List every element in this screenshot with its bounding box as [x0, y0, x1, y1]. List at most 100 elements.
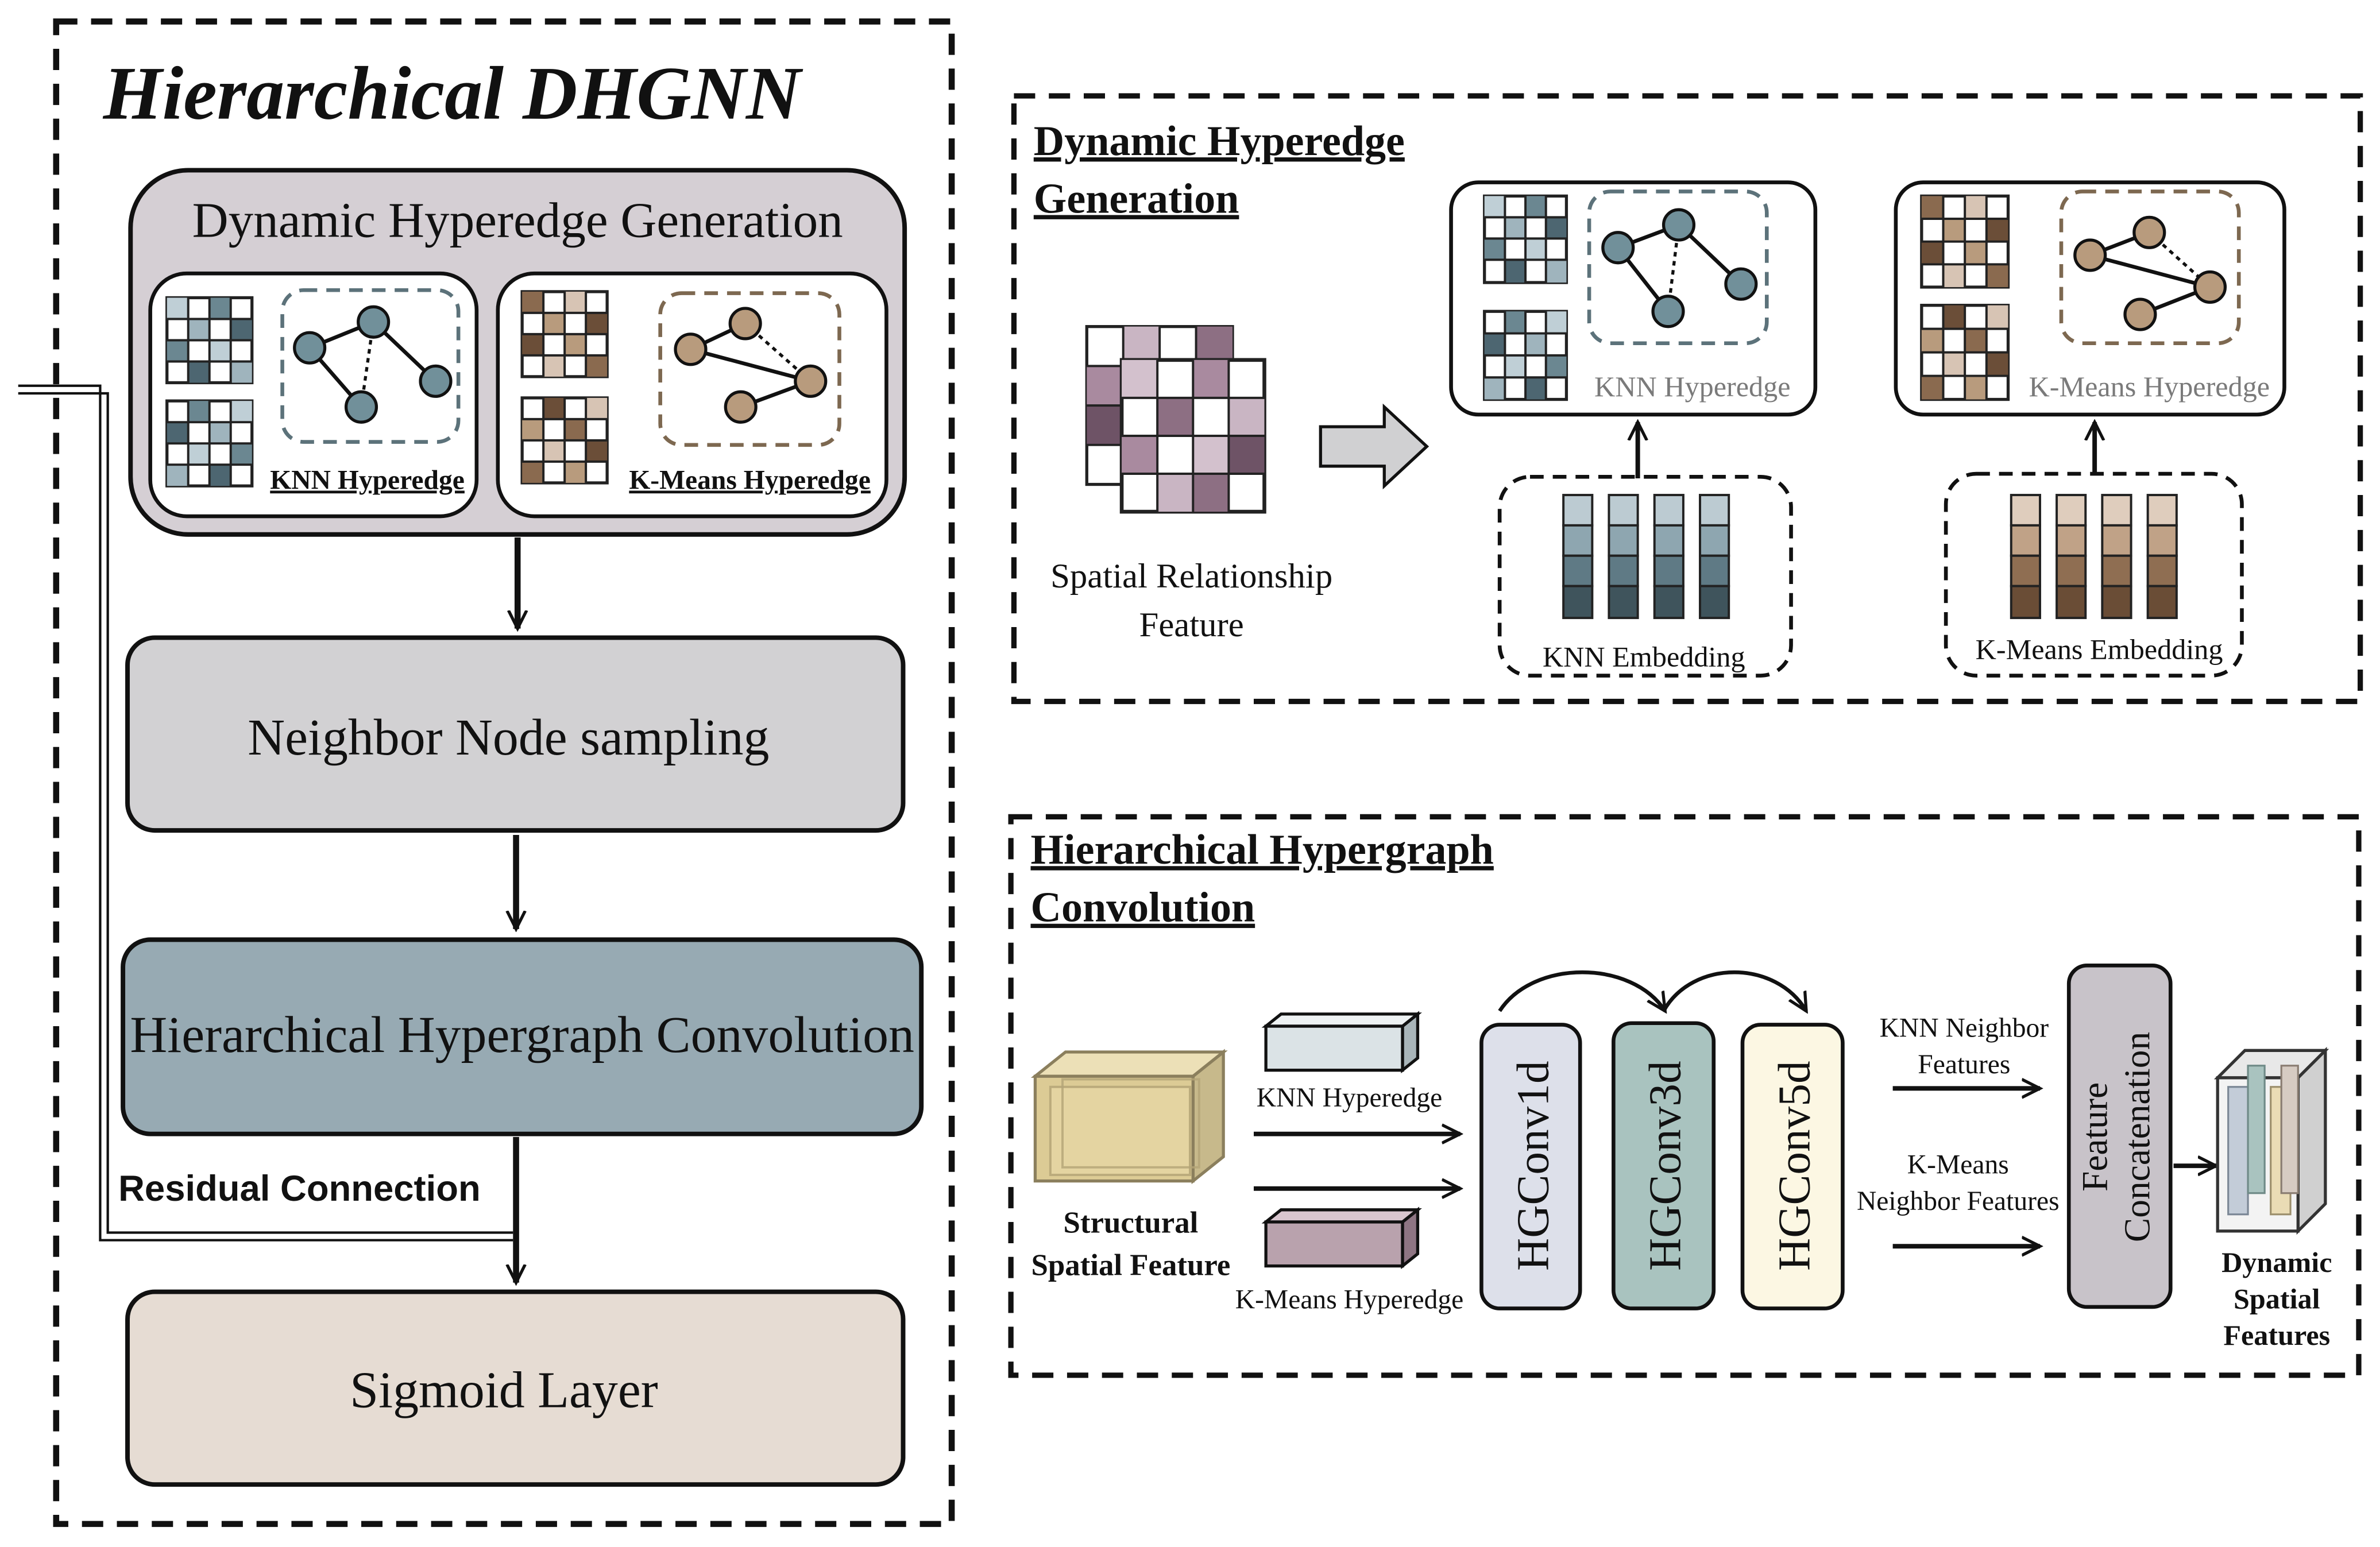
- matrix-cell: [1157, 397, 1193, 436]
- knn-card-label: KNN Hyperedge: [1594, 370, 1791, 403]
- left-panel-frame: [53, 18, 955, 1527]
- kmeans-graph-frame: [658, 291, 841, 447]
- matrix-gridlines: [1122, 359, 1265, 512]
- matrix-cell: [1193, 474, 1229, 512]
- kmeans-hyperedge-label: K-Means Hyperedge: [629, 465, 871, 495]
- graph-node: [1601, 231, 1635, 265]
- hgconv3d-block: [1612, 1021, 1716, 1310]
- matrix-gridlines: [1484, 196, 1567, 283]
- graph-node: [344, 390, 378, 424]
- curved-arrow: [1662, 970, 1806, 1011]
- graph-edge: [2089, 253, 2211, 289]
- knn-matrix-cell: [167, 297, 188, 319]
- embedding-cell: [1699, 524, 1730, 557]
- matrix-gridlines: [1484, 311, 1567, 400]
- kmeans-matrix-cell: [586, 355, 608, 377]
- kmeans-card-matrix-2: [1920, 304, 2010, 401]
- matrix-cell: [1943, 264, 1965, 287]
- matrix-cell: [1484, 238, 1505, 260]
- matrix-cell: [1986, 264, 2008, 287]
- embedding-cell: [2146, 524, 2178, 557]
- embedding-cell: [2146, 554, 2178, 587]
- block-arrow: [1319, 403, 1429, 490]
- matrix-cell: [1484, 196, 1505, 218]
- matrix-cell: [1122, 359, 1158, 398]
- kmeans-matrix-cell: [522, 291, 544, 313]
- embedding-column: [2146, 494, 2178, 620]
- matrix-cell: [1965, 196, 1987, 219]
- matrix-cell: [1505, 311, 1526, 334]
- hypergraph-convolution-panel-title: Hierarchical Hypergraph: [1031, 826, 1494, 873]
- knn-matrix-grid-2: [165, 399, 254, 488]
- kmeans-matrix-cell: [522, 419, 544, 440]
- matrix-cell: [1193, 435, 1229, 474]
- bar-top: [1261, 1208, 1422, 1224]
- sigmoid-layer-block: [125, 1289, 906, 1487]
- kmeans-matrix-cell: [543, 440, 565, 462]
- graph-node: [724, 390, 758, 424]
- kmeans-matrix-cell: [543, 312, 565, 334]
- cube-slice-knn: [2227, 1086, 2249, 1216]
- knn-matrix-gridlines: [167, 401, 252, 486]
- graph-node: [1662, 208, 1696, 242]
- embedding-column: [1653, 494, 1684, 620]
- graph-node: [2073, 238, 2107, 272]
- embedding-cell: [2101, 494, 2132, 527]
- kmeans-matrix-gridlines: [522, 291, 608, 377]
- left-panel-title: Hierarchical DHGNN: [103, 51, 803, 136]
- matrix-cell: [1228, 435, 1265, 474]
- matrix-cell: [1122, 435, 1158, 474]
- embedding-cell: [1699, 585, 1730, 620]
- matrix-cell: [1157, 474, 1193, 512]
- knn-matrix-cell: [188, 443, 210, 465]
- knn-matrix-cell: [188, 401, 210, 423]
- neighbor-sampling-block: [125, 635, 906, 833]
- kmeans-matrix-grid-2: [520, 396, 609, 485]
- knn-graph-frame: [280, 288, 461, 444]
- output-label-3: Features: [2223, 1319, 2330, 1351]
- cube-inner-layer: [1061, 1078, 1200, 1169]
- embedding-cell: [2010, 554, 2041, 587]
- spatial-relationship-matrix-front: [1119, 358, 1266, 514]
- kmeans-matrix-cell: [522, 461, 544, 483]
- kmeans-matrix-cell: [586, 397, 608, 419]
- kmeans-card-matrix-1: [1920, 194, 2010, 289]
- matrix-cell: [1986, 352, 2008, 376]
- embedding-cell: [2101, 585, 2132, 620]
- spatial-relationship-label: Spatial Relationship: [1050, 557, 1332, 595]
- hgconv1d-block: [1479, 1023, 1582, 1310]
- embedding-column: [1608, 494, 1639, 620]
- matrix-cell: [1943, 219, 1965, 242]
- feature-concatenation-label-2: Concatenation: [2116, 1032, 2157, 1242]
- embedding-cell: [2010, 524, 2041, 557]
- kmeans-matrix-cell: [565, 291, 586, 313]
- kmeans-card-label: K-Means Hyperedge: [2029, 370, 2270, 403]
- kmeans-embedding-frame: [1944, 471, 2244, 678]
- bar-front: [1264, 1220, 1404, 1268]
- hypergraph-conv-label: Hierarchical Hypergraph Convolution: [130, 1007, 914, 1063]
- knn-hyperedge-label: KNN Hyperedge: [270, 465, 465, 495]
- kmeans-card-graph: [2073, 215, 2227, 331]
- matrix-cell: [1087, 366, 1123, 406]
- kmeans-matrix-cell: [565, 419, 586, 440]
- matrix-cell: [1546, 260, 1567, 283]
- kmeans-matrix-grid-1: [520, 290, 609, 378]
- knn-matrix-cell: [188, 361, 210, 383]
- matrix-cell: [1484, 377, 1505, 400]
- hypergraph-convolution-panel-frame: [1008, 814, 2362, 1378]
- knn-neighbor-features-label-2: Features: [1918, 1050, 2010, 1080]
- spatial-relationship-label-2: Feature: [1139, 606, 1244, 644]
- kmeans-matrix-cell: [586, 312, 608, 334]
- embedding-cell: [1562, 494, 1594, 527]
- embedding-column: [2101, 494, 2132, 620]
- knn-embedding-frame: [1497, 475, 1793, 678]
- hypergraph-conv-block: [121, 937, 924, 1136]
- knn-card-graph-frame: [1587, 189, 1769, 346]
- matrix-cell: [1525, 377, 1546, 400]
- matrix-cell: [1546, 217, 1567, 239]
- output-label-2: Spatial: [2234, 1283, 2320, 1315]
- knn-embedding-columns: [1562, 494, 1730, 620]
- embedding-cell: [1653, 494, 1684, 527]
- knn-matrix-cell: [230, 401, 252, 423]
